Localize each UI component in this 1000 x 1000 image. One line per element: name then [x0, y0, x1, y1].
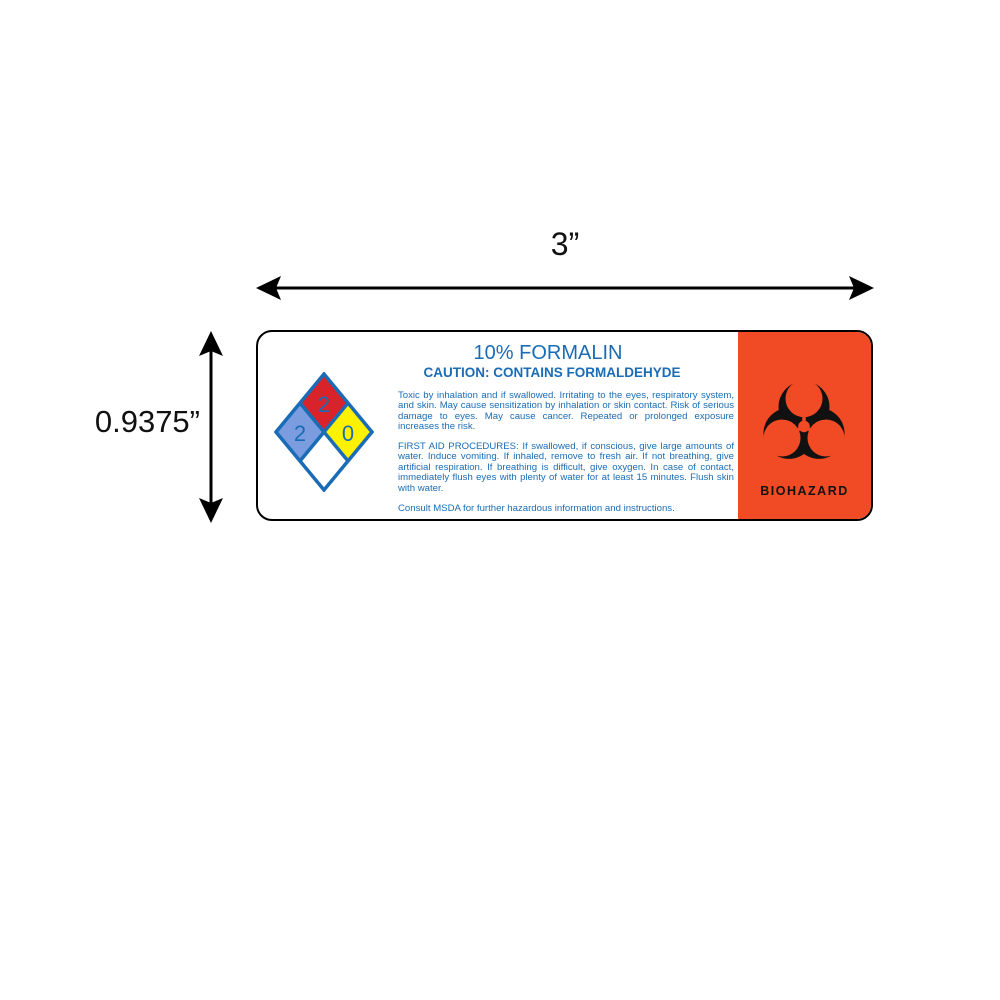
biohazard-label: BIOHAZARD [760, 484, 849, 498]
product-title: 10% FORMALIN [473, 342, 623, 364]
first-aid-statement: FIRST AID PROCEDURES: If swallowed, if c… [398, 441, 734, 494]
width-arrow [256, 276, 874, 300]
nfpa-flammability-value: 2 [318, 392, 330, 417]
formalin-label: 2 2 0 10% FORMALIN CAUTION: CONTAINS FOR… [256, 330, 873, 521]
biohazard-panel: BIOHAZARD [738, 332, 871, 519]
height-arrow [199, 331, 223, 523]
nfpa-instability-value: 0 [342, 421, 354, 446]
msds-statement: Consult MSDA for further hazardous infor… [398, 503, 675, 514]
caution-heading: CAUTION: CONTAINS FORMALDEHYDE [423, 365, 681, 380]
hazard-statement: Toxic by inhalation and if swallowed. Ir… [398, 390, 734, 433]
nfpa-health-value: 2 [294, 421, 306, 446]
biohazard-icon [763, 381, 845, 459]
width-dimension-label: 3” [550, 226, 580, 262]
height-dimension-label: 0.9375” [94, 404, 200, 439]
nfpa-diamond-icon: 2 2 0 [273, 371, 375, 493]
